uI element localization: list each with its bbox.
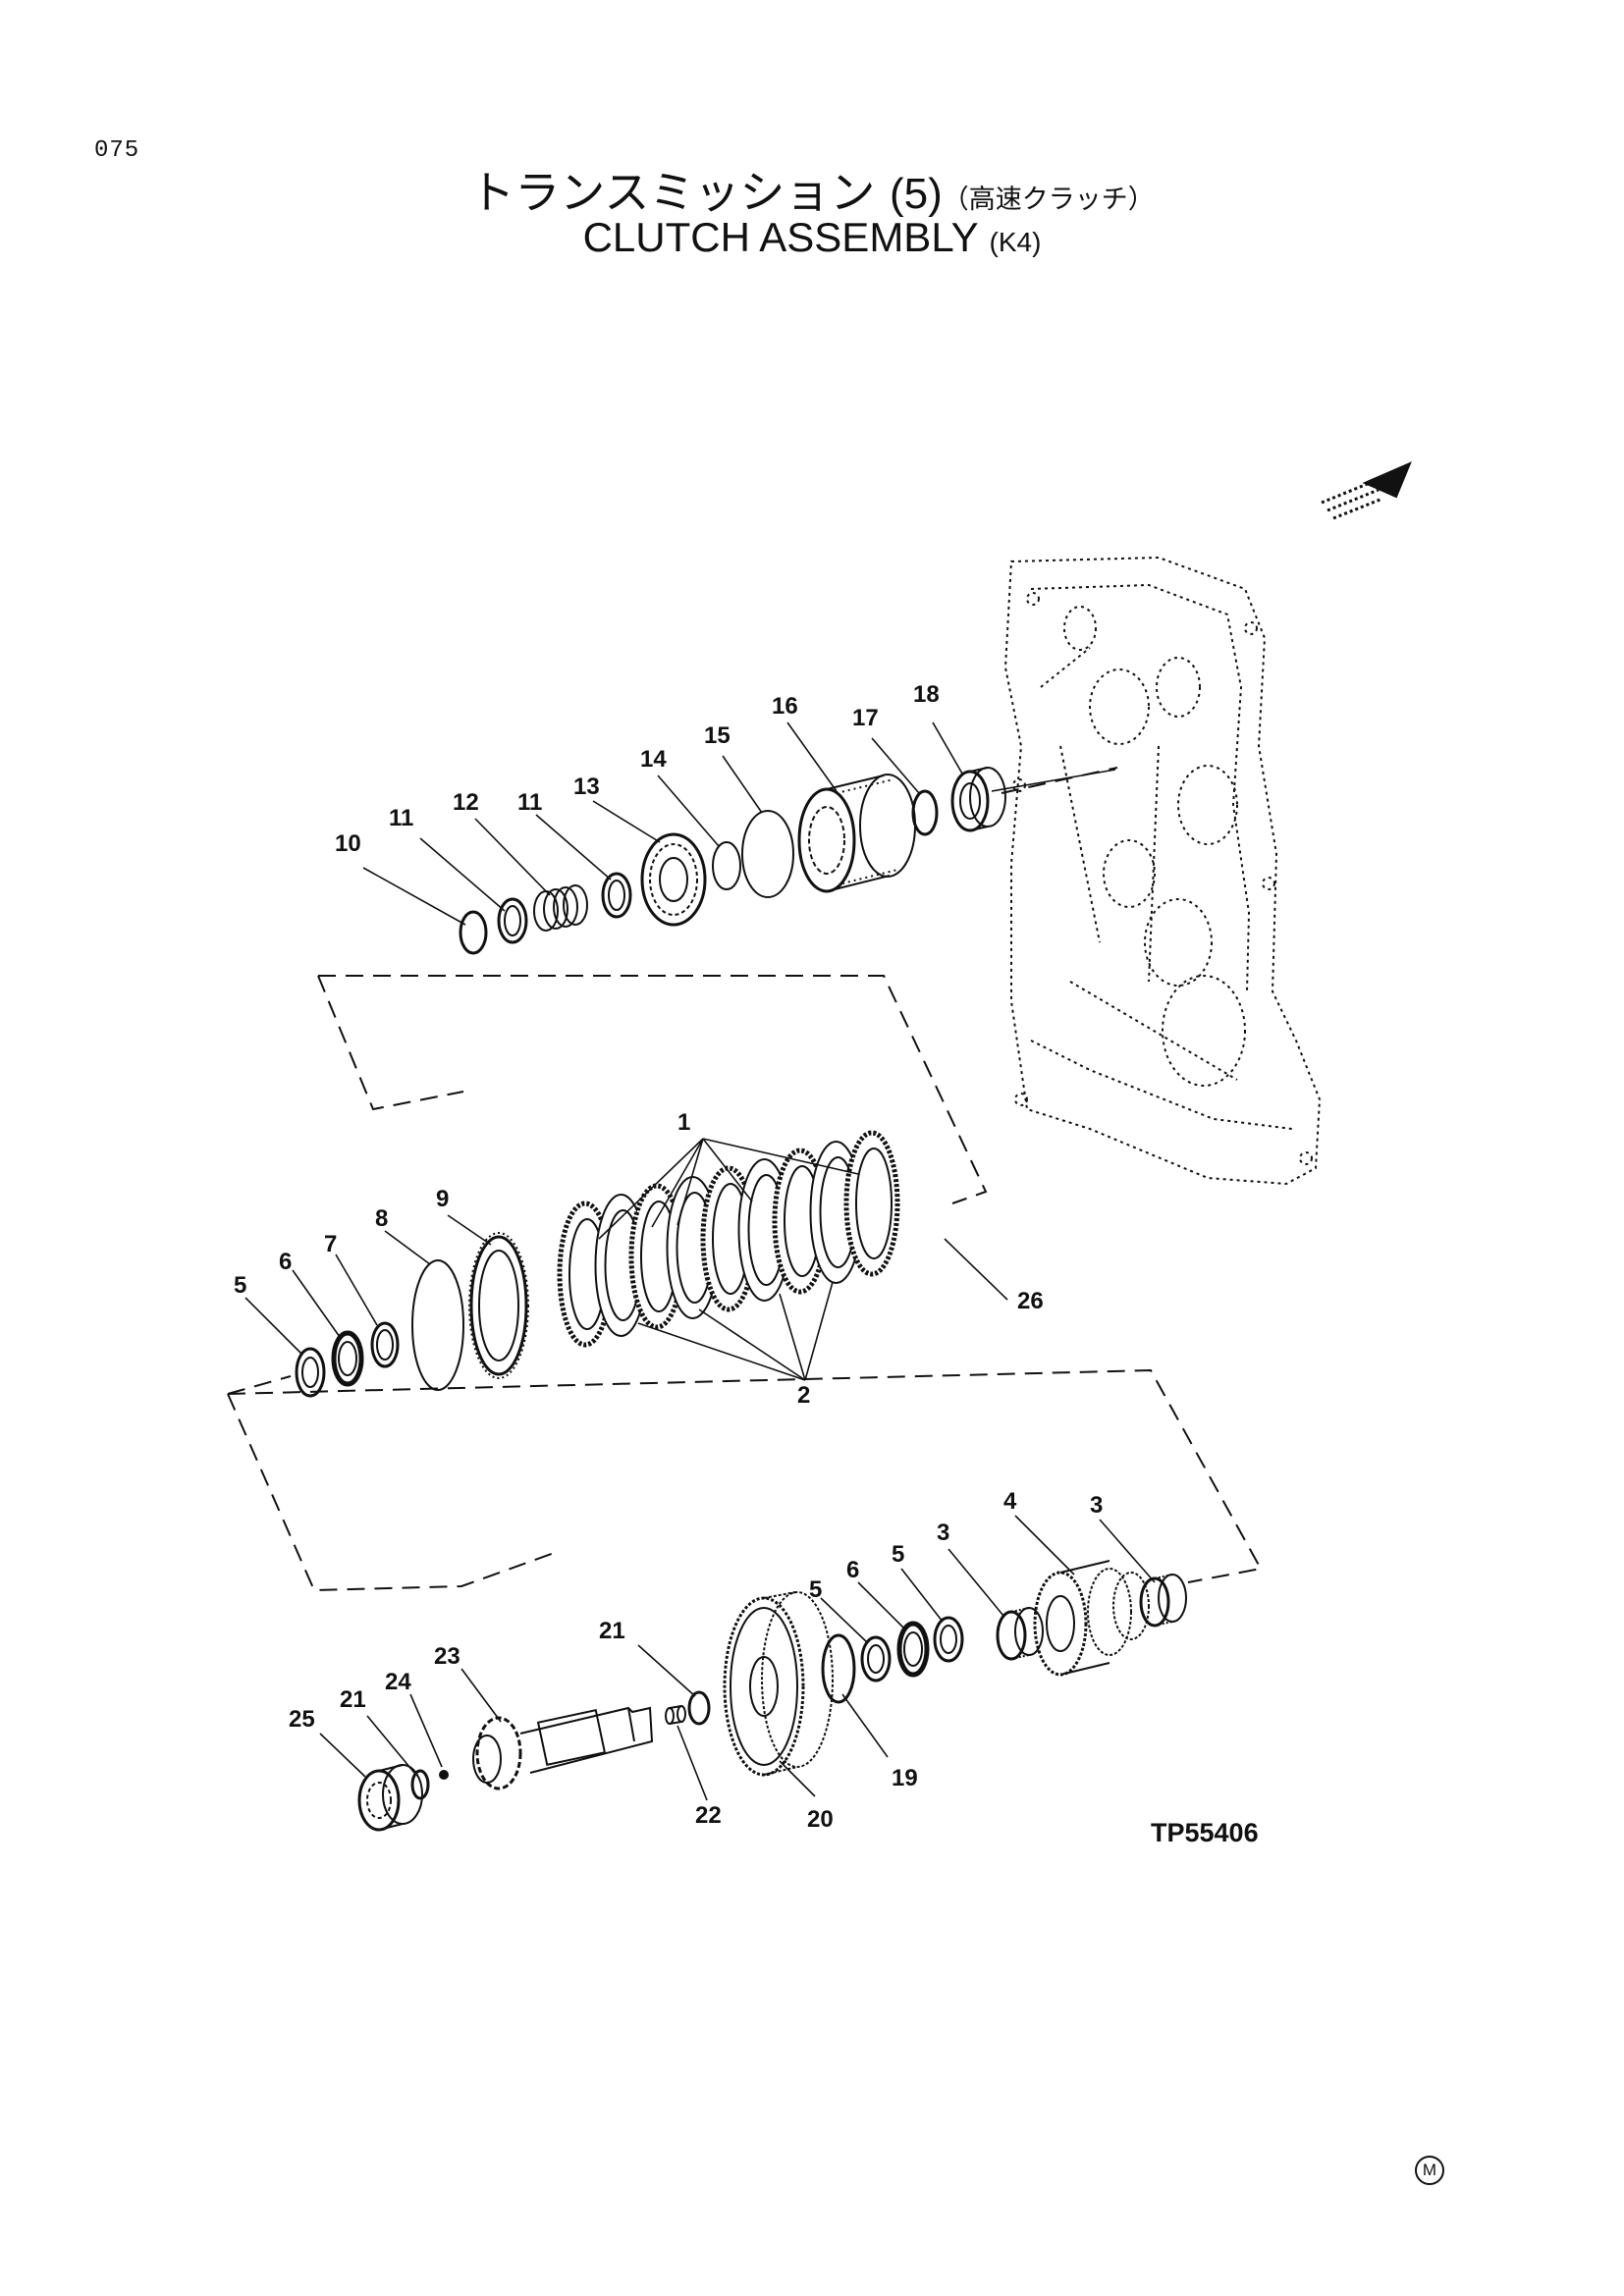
callout-5-right: 5 [892, 1541, 905, 1568]
callout-7: 7 [324, 1231, 338, 1257]
callout-23: 23 [434, 1643, 460, 1670]
callout-16: 16 [772, 693, 798, 720]
clutch-plate-stack [557, 1130, 900, 1348]
part-14-o-ring [712, 841, 741, 890]
callout-26: 26 [1017, 1288, 1044, 1314]
callout-19: 19 [892, 1765, 918, 1791]
part-5c-washer [933, 1616, 964, 1663]
callout-3-left: 3 [937, 1520, 950, 1546]
part-7-ring [370, 1321, 400, 1368]
part-24-ball [439, 1770, 449, 1780]
title-english-sub: (K4) [989, 227, 1042, 257]
callout-5: 5 [234, 1272, 247, 1299]
part-6b-ring [896, 1621, 930, 1678]
part-16-clutch-drum [797, 774, 916, 893]
callout-12: 12 [453, 789, 479, 816]
callout-22: 22 [695, 1802, 722, 1829]
title-english-main: CLUTCH ASSEMBLY [582, 214, 978, 260]
callout-11-second: 11 [517, 789, 543, 816]
callout-20: 20 [807, 1806, 834, 1833]
part-13-bearing [640, 832, 707, 927]
part-19-snap-ring [821, 1633, 856, 1704]
part-20-gear [723, 1591, 834, 1777]
callout-5-lower: 5 [809, 1576, 823, 1603]
callout-25: 25 [289, 1706, 315, 1733]
part-8-o-ring [411, 1259, 464, 1391]
part-25-bearing [357, 1764, 423, 1832]
part-12-spring [533, 884, 588, 932]
title-japanese-main: トランスミッション [469, 166, 876, 219]
part-11b-ring [601, 872, 632, 919]
transmission-housing [1003, 556, 1322, 1186]
callout-2: 2 [797, 1382, 811, 1409]
callout-6: 6 [279, 1249, 293, 1275]
part-5-washer [295, 1347, 326, 1398]
lower-callout-leader-lines [319, 1515, 1156, 1801]
callout-14: 14 [640, 746, 667, 773]
callout-6-lower: 6 [846, 1557, 860, 1583]
callout-1: 1 [677, 1109, 691, 1136]
callout-15: 15 [704, 722, 731, 749]
callout-9: 9 [436, 1186, 450, 1212]
callout-21-left: 21 [340, 1686, 366, 1713]
corner-mark: M [1415, 2156, 1444, 2185]
part-21-snap-ring [410, 1769, 430, 1800]
title-japanese-number: (5) [889, 170, 943, 218]
callout-3-right: 3 [1090, 1492, 1104, 1519]
clutch-plate-toothed [843, 1130, 900, 1277]
part-4-gear [1033, 1560, 1150, 1677]
callout-24: 24 [385, 1669, 411, 1695]
part-22-pin [665, 1705, 686, 1725]
part-10-snap-ring [459, 910, 488, 955]
part-3-needle-bearing [996, 1607, 1044, 1661]
callout-13: 13 [573, 774, 600, 800]
part-17-snap-ring [911, 789, 939, 836]
callout-4: 4 [1003, 1488, 1017, 1515]
callout-11: 11 [389, 805, 414, 831]
reference-code: TP55406 [1151, 1818, 1259, 1847]
title-japanese: トランスミッション (5)（高速クラッチ） [0, 157, 1624, 222]
part-9-piston [468, 1232, 529, 1379]
title-english: CLUTCH ASSEMBLY (K4) [0, 214, 1624, 261]
callout-leader-lines [244, 721, 1116, 1381]
part-5b-washer [860, 1635, 892, 1682]
callout-10: 10 [335, 830, 361, 857]
callout-21-right: 21 [599, 1618, 625, 1644]
part-3b-needle-bearing [1139, 1574, 1187, 1628]
title-japanese-sub: （高速クラッチ） [942, 185, 1155, 215]
part-6-ring [331, 1330, 364, 1387]
part-15-ring [741, 810, 794, 898]
callout-18: 18 [913, 681, 940, 708]
page-number: 075 [94, 137, 140, 164]
part-21b-snap-ring [687, 1690, 711, 1726]
part-18-bearing [950, 767, 1006, 832]
callout-8: 8 [375, 1205, 389, 1232]
callout-17: 17 [852, 705, 879, 731]
direction-arrow-icon [1321, 461, 1412, 520]
part-11-ring [497, 897, 528, 944]
